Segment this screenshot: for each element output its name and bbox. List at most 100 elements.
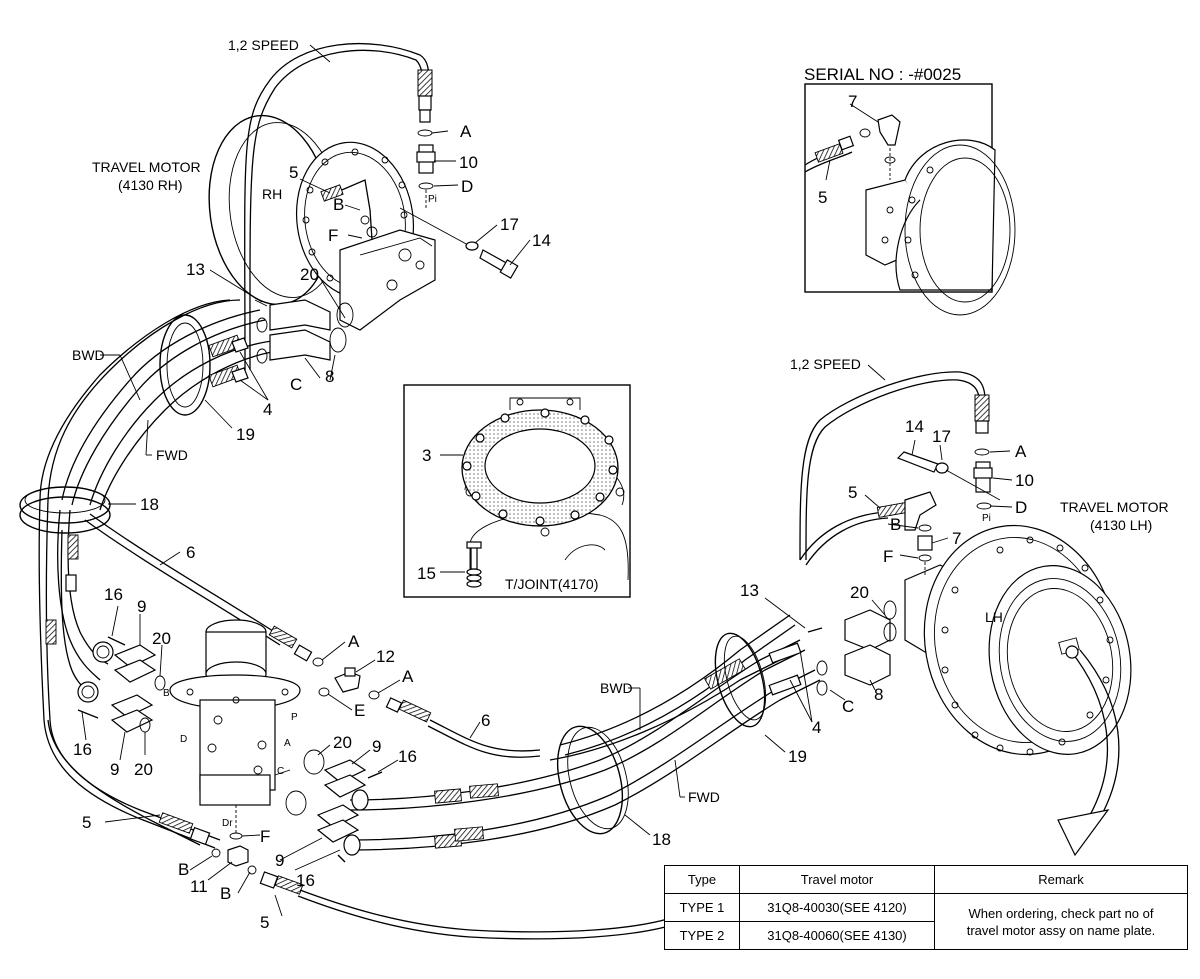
type-cell: TYPE 2 (664, 921, 740, 950)
callout-7-serial: 7 (848, 92, 857, 111)
fwd-label-left: FWD (156, 447, 188, 463)
rh-travel-motor (208, 114, 436, 331)
callout-16-mid-bot: 16 (296, 871, 315, 890)
rh-label: RH (262, 186, 282, 202)
callout-10-top: 10 (459, 153, 478, 172)
small-b-swivel: B (163, 688, 170, 699)
lh-fitting-stack (799, 451, 1001, 575)
left-hose-bundle (38, 299, 286, 849)
mid-clamps (316, 759, 383, 863)
callout-18-mid: 18 (652, 830, 671, 849)
rh-motor-title: TRAVEL MOTOR (92, 159, 201, 175)
table-header-motor: Travel motor (739, 865, 935, 894)
rh-motor-code: (4130 RH) (118, 177, 183, 193)
callout-17-top: 17 (500, 215, 519, 234)
type-cell: TYPE 1 (664, 893, 740, 922)
callout-11: 11 (190, 877, 208, 896)
callout-5-serial: 5 (818, 188, 827, 207)
letter-d-lh: D (1015, 498, 1027, 517)
serial-inset (804, 83, 1016, 316)
callout-19-right: 19 (788, 747, 807, 766)
callout-10-lh: 10 (1015, 471, 1034, 490)
callout-4-right: 4 (812, 718, 821, 737)
callout-14-right: 14 (905, 417, 924, 436)
table-header-row: Type Travel motor Remark (664, 865, 1188, 894)
callout-6-left: 6 (186, 543, 195, 562)
speed-top-label: 1,2 SPEED (228, 37, 299, 53)
callout-8-right: 8 (874, 685, 883, 704)
motor-cell: 31Q8-40030(SEE 4120) (739, 893, 935, 922)
clamp-18-left (19, 486, 111, 534)
travel-motor-table: Type Travel motor Remark TYPE 1 31Q8-400… (664, 865, 1188, 950)
letter-b-rh: B (333, 195, 344, 214)
tjoint-label: T/JOINT(4170) (505, 576, 598, 592)
rh-motor-hoses (320, 179, 519, 279)
pi-top: Pi (428, 194, 437, 205)
speed-right-label: 1,2 SPEED (790, 356, 861, 372)
lh-label: LH (985, 609, 1003, 625)
callout-13-right: 13 (740, 581, 759, 600)
callout-16-ll: 16 (73, 740, 92, 759)
motor-cell: 31Q8-40060(SEE 4130) (739, 921, 935, 950)
pi-lh: Pi (982, 513, 991, 524)
callout-20-mid: 20 (333, 733, 352, 752)
rh-motor-valve-block (339, 229, 436, 331)
fitting-stack-top (416, 129, 436, 210)
leader-lines (81, 44, 1013, 917)
center-swivel-joint (169, 619, 301, 840)
table-header-remark: Remark (934, 865, 1188, 894)
serial-title: SERIAL NO : -#0025 (804, 65, 961, 84)
tjoint-inset (403, 384, 631, 598)
letter-e: E (354, 701, 365, 720)
table-header-type: Type (664, 865, 740, 894)
callout-18-left: 18 (140, 495, 159, 514)
remark-arrow (1057, 645, 1120, 857)
small-dr-swivel: Dr (222, 818, 233, 829)
right-hose-bundle (349, 614, 821, 851)
callout-9-ul: 9 (137, 597, 146, 616)
callout-9-ll: 9 (110, 760, 119, 779)
letter-f-lh: F (883, 547, 893, 566)
callout-13-rh: 13 (186, 260, 205, 279)
remark-line-1: When ordering, check part no of (968, 905, 1154, 921)
callout-14-top: 14 (532, 231, 551, 250)
rh-motor-bolt-holes (302, 148, 408, 292)
speed-hose-top (244, 42, 433, 371)
callout-5-ll: 5 (82, 813, 91, 832)
letter-b-bottom-2: B (220, 884, 231, 903)
bwd-label-right: BWD (600, 680, 633, 696)
callout-19-rh: 19 (236, 425, 255, 444)
callout-6-right: 6 (481, 711, 490, 730)
bwd-label-left: BWD (72, 347, 105, 363)
table-row: TYPE 1 31Q8-40030(SEE 4120) When orderin… (664, 893, 1188, 950)
clamp-19-upper (159, 314, 211, 416)
bolt-15 (466, 541, 482, 588)
hose-5-bottom (47, 719, 683, 940)
callout-20-ll: 20 (134, 760, 153, 779)
callout-5-bottom: 5 (260, 913, 269, 932)
letter-a-swivel: A (348, 632, 360, 651)
letter-a-top: A (460, 122, 472, 141)
letter-b-lh: B (890, 515, 901, 534)
callout-5-lh: 5 (848, 483, 857, 502)
letter-c-right: C (842, 697, 854, 716)
callout-7-lh: 7 (952, 529, 961, 548)
letter-f-bottom: F (260, 827, 270, 846)
callout-15: 15 (417, 564, 436, 583)
callout-12: 12 (376, 647, 395, 666)
letter-d-top: D (461, 177, 473, 196)
text-labels: 1,2 SPEED TRAVEL MOTOR (4130 RH) RH BWD … (72, 37, 1169, 932)
callout-20-right: 20 (850, 583, 869, 602)
letter-a-right: A (402, 667, 414, 686)
clamp-18-mid (557, 725, 629, 835)
fwd-label-right: FWD (688, 789, 720, 805)
lh-motor-title: TRAVEL MOTOR (1060, 499, 1169, 515)
callout-4-rh: 4 (263, 400, 272, 419)
callout-9-mid-top: 9 (372, 737, 381, 756)
callout-20-ul: 20 (152, 629, 171, 648)
swivel-fittings (285, 657, 380, 816)
callout-20-rh: 20 (300, 265, 319, 284)
callout-3: 3 (422, 446, 431, 465)
lh-motor-code: (4130 LH) (1090, 517, 1152, 533)
